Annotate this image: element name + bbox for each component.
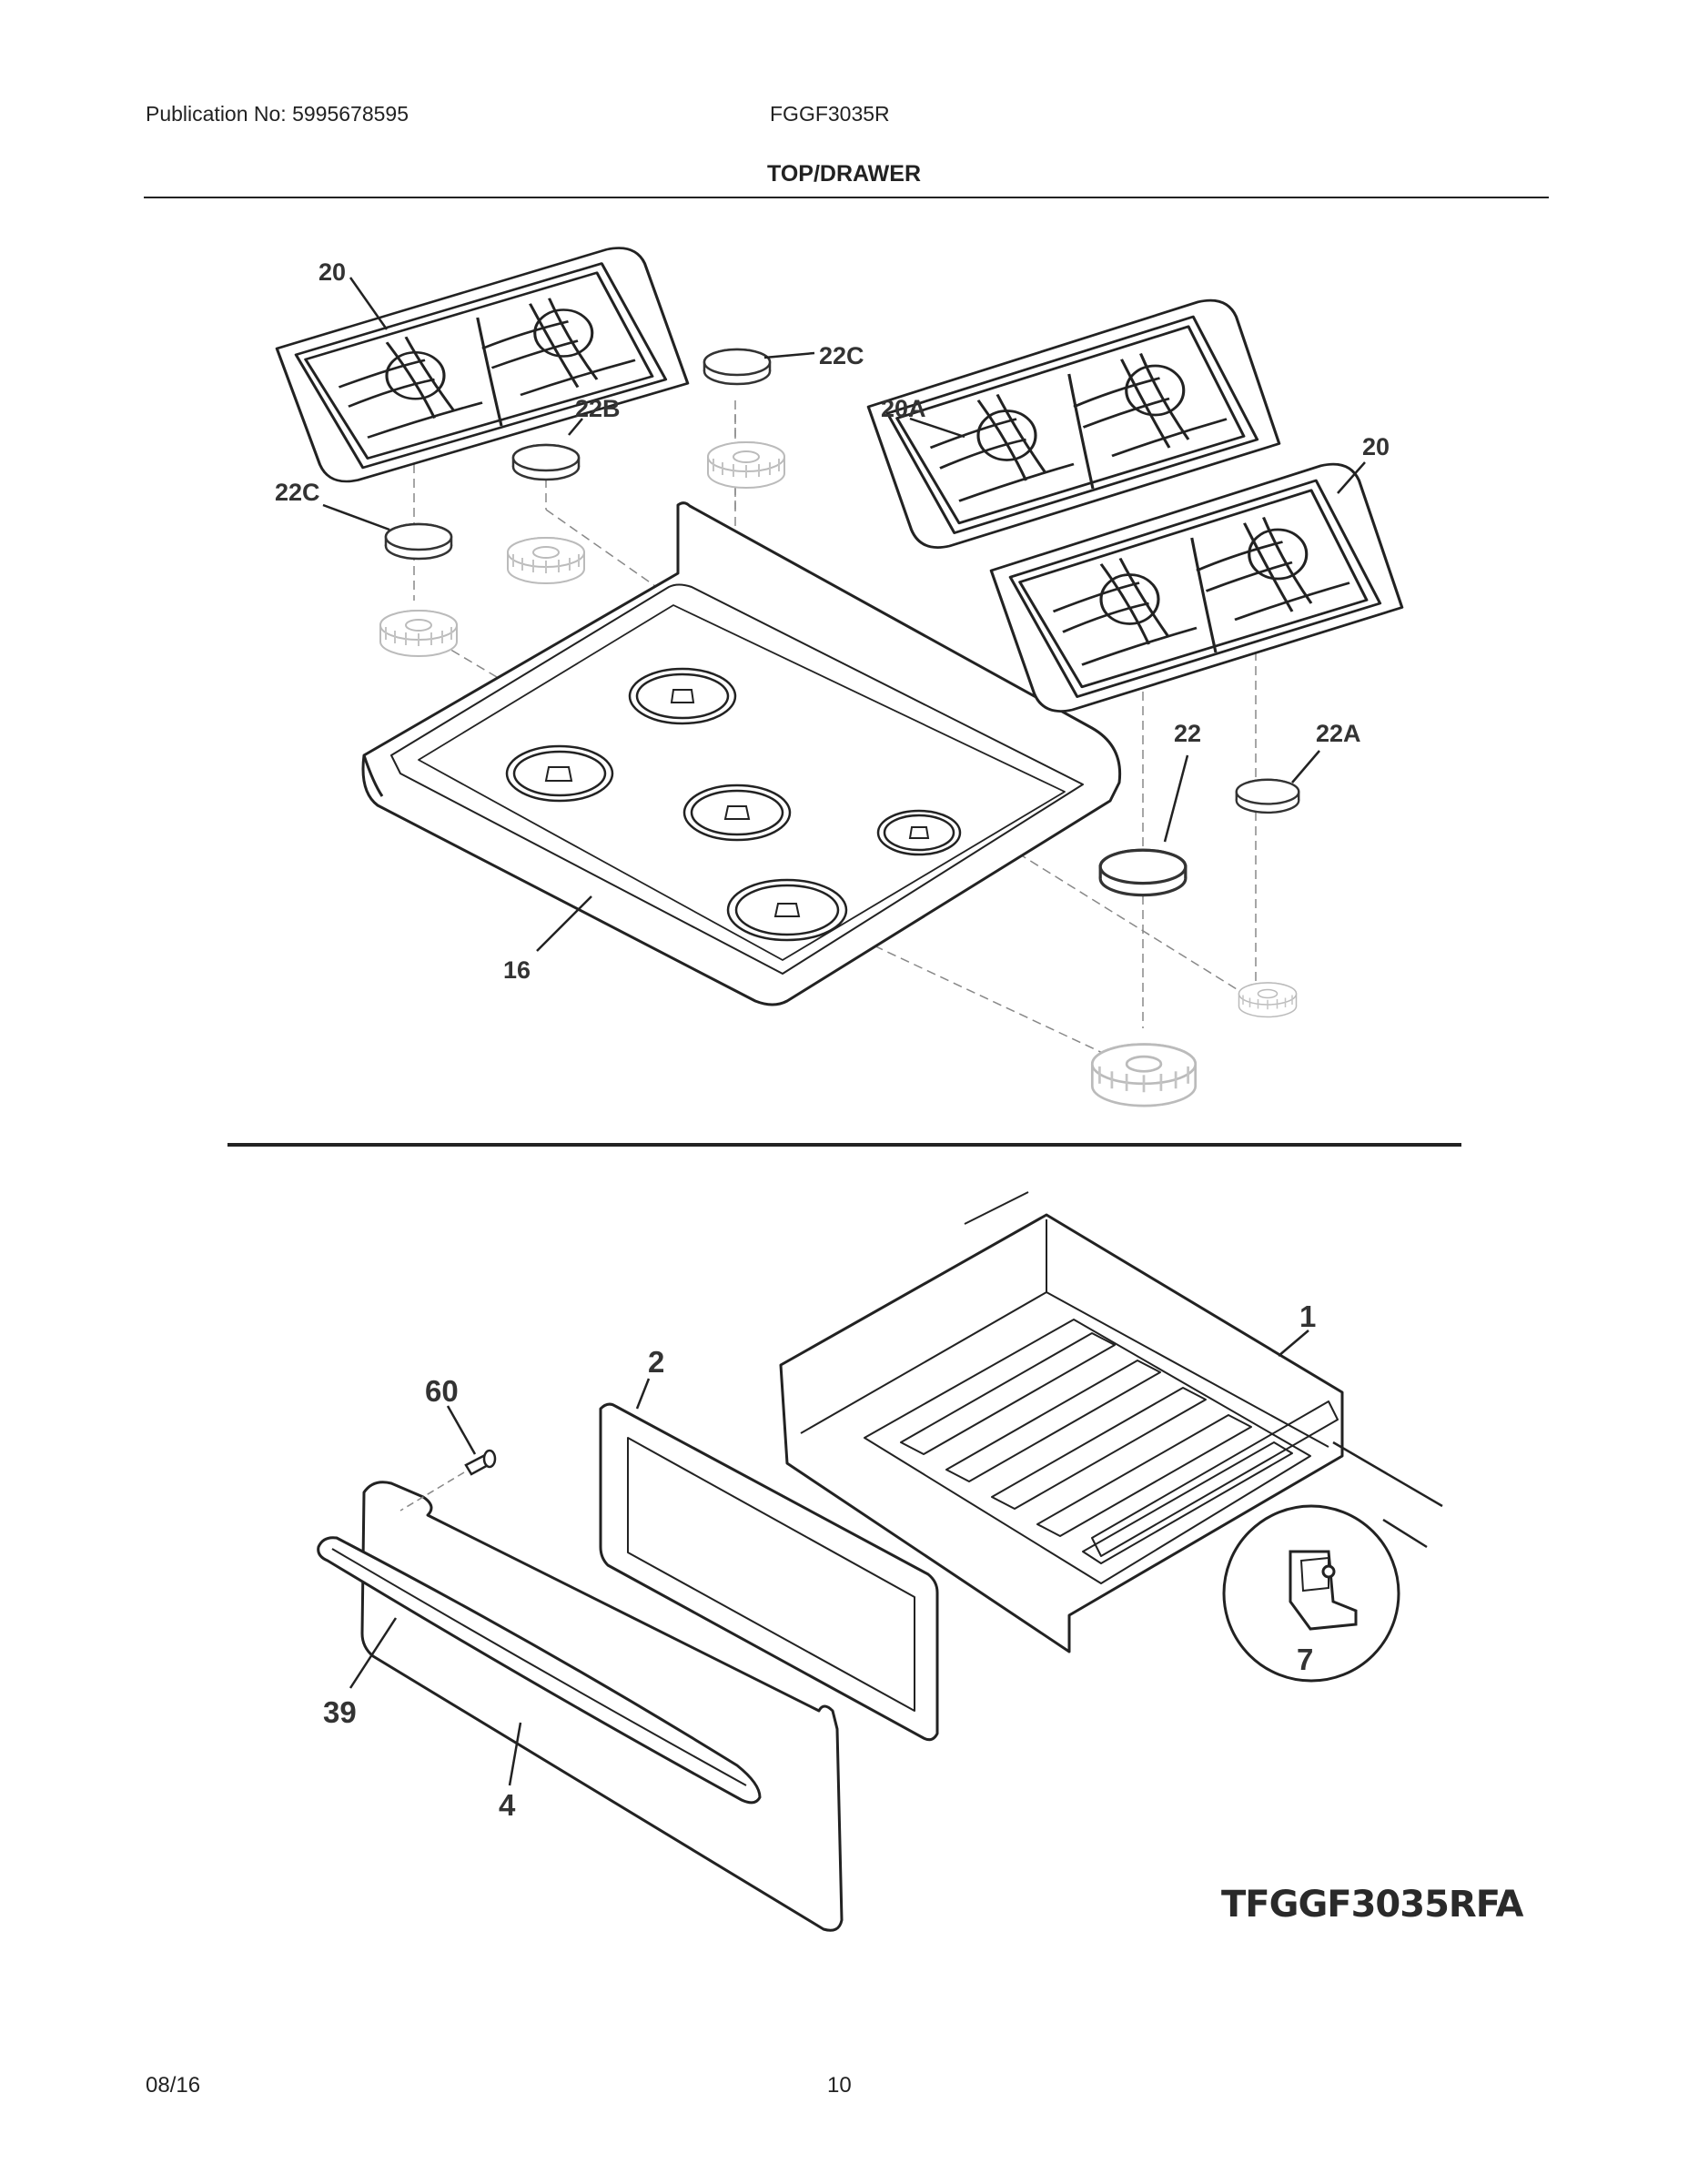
drawing-code: TFGGF3035RFA bbox=[1221, 1884, 1523, 1926]
callout-22: 22 bbox=[1174, 720, 1201, 747]
callout-16: 16 bbox=[503, 956, 531, 984]
drawer-liner bbox=[599, 1402, 939, 1742]
drawer-body bbox=[779, 1191, 1344, 1653]
section-divider bbox=[227, 1143, 1461, 1147]
screw bbox=[464, 1449, 497, 1476]
clip-detail bbox=[1222, 1504, 1400, 1683]
callout-1: 1 bbox=[1299, 1299, 1316, 1333]
handle bbox=[317, 1536, 762, 1805]
header-divider bbox=[144, 197, 1549, 198]
callout-39: 39 bbox=[323, 1695, 357, 1729]
callout-20-left: 20 bbox=[318, 258, 346, 286]
page-number: 10 bbox=[827, 2073, 852, 2098]
callout-7: 7 bbox=[1297, 1643, 1313, 1676]
callout-60: 60 bbox=[425, 1374, 459, 1408]
callout-4: 4 bbox=[499, 1788, 516, 1822]
callout-20-right: 20 bbox=[1362, 433, 1390, 460]
section-title: TOP/DRAWER bbox=[767, 161, 921, 187]
callout-22c-top: 22C bbox=[819, 342, 864, 369]
callout-22a: 22A bbox=[1316, 720, 1361, 747]
footer-date: 08/16 bbox=[146, 2073, 201, 2098]
callout-22b: 22B bbox=[575, 395, 621, 422]
callout-22c-left: 22C bbox=[275, 479, 320, 506]
cooktop bbox=[361, 501, 1122, 1006]
callout-2: 2 bbox=[648, 1345, 664, 1379]
model-number: FGGF3035R bbox=[770, 102, 890, 126]
callout-20a: 20A bbox=[881, 395, 926, 422]
publication-number: Publication No: 5995678595 bbox=[146, 102, 409, 126]
